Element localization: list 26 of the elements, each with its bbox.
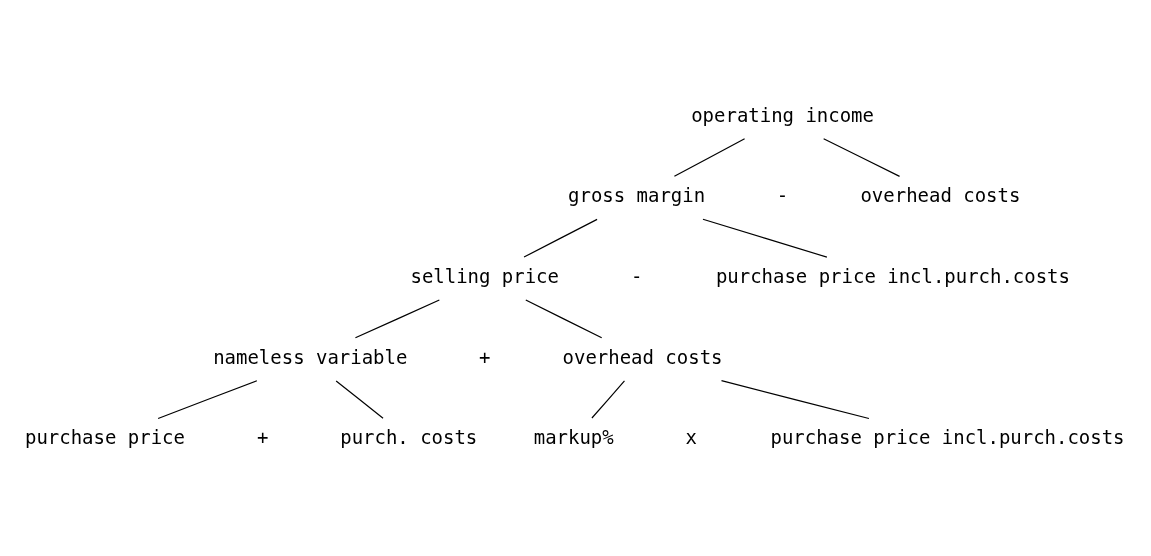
label: - bbox=[630, 264, 643, 287]
connector bbox=[702, 218, 828, 258]
node-text: gross margin bbox=[568, 183, 706, 206]
label: - bbox=[776, 183, 789, 206]
connector bbox=[525, 298, 603, 338]
node-text: overhead costs bbox=[860, 183, 1021, 206]
connector bbox=[523, 218, 598, 258]
node-text: selling price bbox=[410, 264, 559, 287]
connector bbox=[354, 298, 440, 338]
node-text: overhead costs bbox=[562, 345, 723, 368]
label: + bbox=[479, 345, 491, 368]
connector bbox=[335, 379, 384, 419]
node-text: markup% bbox=[533, 425, 614, 448]
node-text: purch. costs bbox=[340, 425, 478, 448]
label: x bbox=[685, 425, 697, 448]
node-text: purchase price incl.purch.costs bbox=[715, 264, 1070, 287]
connector bbox=[720, 379, 870, 419]
node-text: purchase price bbox=[25, 425, 185, 448]
connector bbox=[157, 379, 258, 419]
node-text: operating income bbox=[691, 103, 874, 126]
node-text: nameless variable bbox=[213, 345, 408, 368]
node-text: purchase price incl.purch.costs bbox=[770, 425, 1125, 448]
connector bbox=[823, 137, 901, 177]
connector bbox=[591, 379, 626, 419]
connector bbox=[673, 137, 746, 177]
label: + bbox=[257, 425, 269, 448]
